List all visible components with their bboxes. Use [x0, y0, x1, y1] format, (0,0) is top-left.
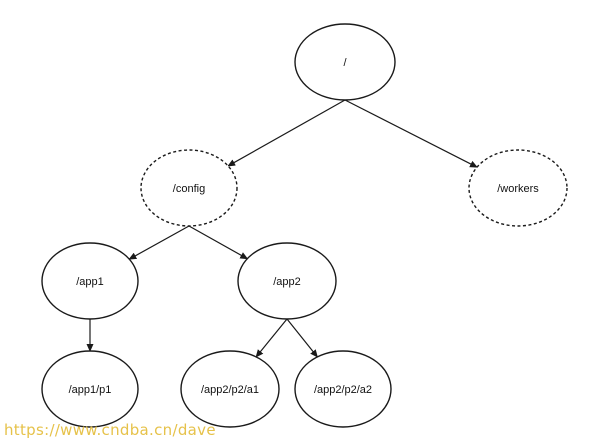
- node-ellipse-config: [140, 149, 238, 227]
- nodes: / /config/workers/app1/app2/app1/p1/app2/…: [41, 23, 568, 428]
- node-app1: /app1: [41, 242, 139, 320]
- edges: [86, 99, 478, 358]
- node-label-app2: /app2: [273, 276, 301, 288]
- node-root: /: [294, 23, 396, 101]
- node-config: /config: [140, 149, 238, 227]
- node-app2-p2-a2: /app2/p2/a2: [294, 350, 392, 428]
- edge-config-to-app2: [188, 225, 249, 260]
- node-label-app2-p2-a2: /app2/p2/a2: [314, 384, 372, 396]
- node-label-root: /: [343, 57, 347, 69]
- node-ellipse-app1: [41, 242, 139, 320]
- node-app1-p1: /app1/p1: [41, 350, 139, 428]
- edge-config-to-app1: [128, 225, 190, 260]
- node-label-app2-p2-a1: /app2/p2/a1: [201, 384, 259, 396]
- node-label-app1: /app1: [76, 276, 104, 288]
- edge-app2-to-app2-p2-a2: [286, 318, 318, 358]
- node-label-config: /config: [173, 183, 205, 195]
- node-ellipse-app2-p2-a1: [180, 350, 280, 428]
- edge-app2-to-app2-p2-a1: [255, 318, 288, 358]
- node-label-app1-p1: /app1/p1: [69, 384, 112, 396]
- edge-root-to-workers: [344, 99, 478, 168]
- node-app2-p2-a1: /app2/p2/a1: [180, 350, 280, 428]
- node-ellipse-root: [294, 23, 396, 101]
- watermark-text: https://www.cndba.cn/dave: [4, 421, 216, 439]
- edge-root-to-config: [227, 99, 346, 167]
- node-ellipse-app2: [237, 242, 337, 320]
- node-workers: /workers: [468, 149, 568, 227]
- node-app2: /app2: [237, 242, 337, 320]
- node-label-workers: /workers: [497, 183, 539, 195]
- node-ellipse-app2-p2-a2: [294, 350, 392, 428]
- node-ellipse-app1-p1: [41, 350, 139, 428]
- node-ellipse-workers: [468, 149, 568, 227]
